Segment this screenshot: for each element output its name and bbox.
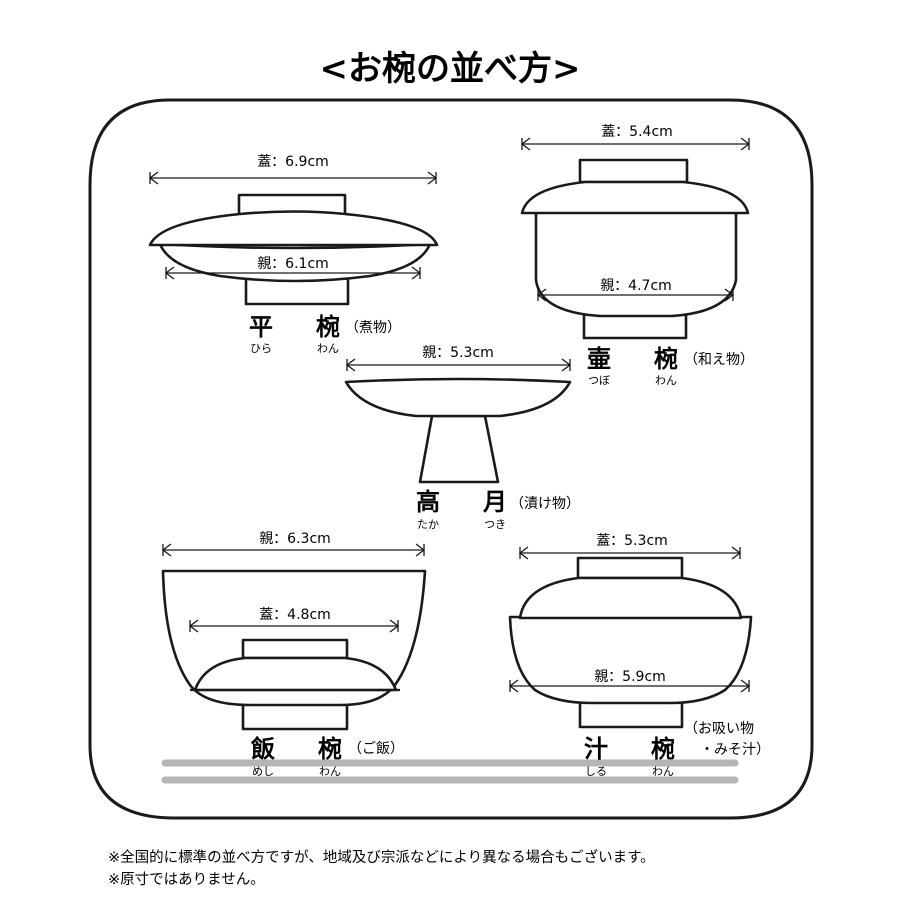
takatsuki-ruby-2: つき: [484, 518, 506, 531]
hira-wan-lid-dimension: 蓋：6.9cm: [148, 151, 438, 185]
tsubo-wan: 蓋：5.4cm 親：4.7cm 壷 椀 つぼ わん （和え物）: [520, 121, 754, 387]
shiru-wan-lid-label: 蓋：5.3cm: [596, 533, 668, 549]
shiru-wan-body-label: 親：5.9cm: [594, 669, 666, 685]
tray-outline: [88, 98, 814, 820]
tsubo-wan-ruby-2: わん: [655, 374, 677, 387]
takatsuki-dimension: 親：5.3cm: [345, 342, 572, 372]
meshi-wan-name-1: 飯: [250, 734, 275, 763]
tsubo-wan-ruby-1: つぼ: [588, 374, 610, 387]
tsubo-wan-lid-label: 蓋：5.4cm: [601, 124, 673, 140]
takatsuki-stem: [418, 414, 500, 484]
takatsuki-dish: [344, 377, 572, 418]
hira-wan-body-label: 親：6.1cm: [257, 256, 329, 272]
hira-wan-name-2: 椀: [316, 312, 340, 341]
tsubo-wan-name-2: 椀: [654, 344, 678, 373]
tsubo-wan-lid-knob: [578, 158, 689, 184]
footnote-1: ※全国的に標準の並べ方ですが、地域及び宗派などにより異なる場合もございます。: [108, 848, 655, 866]
meshi-wan-name-2: 椀: [318, 734, 342, 763]
shiru-wan-purpose-line2: ・みそ汁）: [700, 742, 770, 758]
meshi-wan-foot: [241, 702, 349, 731]
takatsuki: 親：5.3cm 高 月 たか つき （漬け物）: [344, 342, 580, 531]
shiru-wan-lid-dimension: 蓋：5.3cm: [518, 530, 742, 560]
hira-wan-lid: [148, 210, 439, 247]
meshi-wan-body-label: 親：6.3cm: [259, 531, 331, 547]
tsubo-wan-purpose: （和え物）: [684, 352, 754, 368]
tsubo-wan-body: [534, 210, 738, 318]
shiru-wan-purpose-line1: （お吸い物: [684, 721, 754, 737]
meshi-wan: 親：6.3cm 蓋：4.8cm 飯 椀 めし わん （ご飯）: [161, 528, 427, 778]
hira-wan: 蓋：6.9cm 親：6.1cm 平 椀 ひら わん （煮物）: [148, 151, 439, 355]
takatsuki-ruby-1: たか: [417, 518, 439, 531]
meshi-wan-body-dimension: 親：6.3cm: [161, 528, 426, 557]
shiru-wan-name-2: 椀: [651, 734, 675, 763]
tsubo-wan-body-label: 親：4.7cm: [600, 278, 672, 294]
hira-wan-foot: [244, 276, 350, 306]
takatsuki-purpose: （漬け物）: [510, 496, 580, 512]
shiru-wan-ruby-1: しる: [585, 765, 607, 778]
takatsuki-body-label: 親：5.3cm: [422, 345, 494, 361]
shiru-wan-ruby-2: わん: [652, 765, 674, 778]
takatsuki-name-1: 高: [416, 487, 440, 516]
meshi-wan-lid-dimension: 蓋：4.8cm: [188, 604, 400, 633]
shiru-wan-body: [508, 615, 753, 705]
tsubo-wan-body-dimension: 親：4.7cm: [536, 276, 735, 302]
hira-wan-ruby-2: わん: [317, 342, 339, 355]
meshi-wan-lid: [193, 656, 398, 692]
shiru-wan-name-1: 汁: [584, 734, 608, 763]
hira-wan-body-dimension: 親：6.1cm: [164, 254, 422, 280]
meshi-wan-lid-knob: [241, 638, 349, 660]
tsubo-wan-name-1: 壷: [587, 344, 611, 373]
takatsuki-name-2: 月: [482, 487, 507, 516]
hira-wan-name-1: 平: [249, 312, 273, 341]
tsubo-wan-lid-dimension: 蓋：5.4cm: [520, 121, 751, 151]
meshi-wan-lid-label: 蓋：4.8cm: [259, 607, 331, 623]
tsubo-wan-lid: [520, 180, 750, 215]
chopsticks: [161, 759, 739, 784]
shiru-wan-lid-knob: [576, 556, 684, 580]
hira-wan-ruby-1: ひら: [250, 342, 272, 355]
shiru-wan-foot: [578, 699, 684, 729]
shiru-wan: 蓋：5.3cm 親：5.9cm 汁 椀 しる わん （お吸い物 ・みそ汁）: [508, 530, 770, 778]
meshi-wan-purpose: （ご飯）: [348, 740, 404, 757]
meshi-wan-ruby-1: めし: [252, 765, 274, 778]
hira-wan-purpose: （煮物）: [345, 320, 401, 336]
diagram-title: <お椀の並べ方>: [320, 49, 581, 89]
shiru-wan-body-dimension: 親：5.9cm: [508, 667, 751, 693]
hira-wan-lid-label: 蓋：6.9cm: [257, 154, 329, 170]
shiru-wan-lid: [518, 576, 743, 620]
footnote-2: ※原寸ではありません。: [108, 871, 265, 888]
meshi-wan-ruby-2: わん: [319, 765, 341, 778]
